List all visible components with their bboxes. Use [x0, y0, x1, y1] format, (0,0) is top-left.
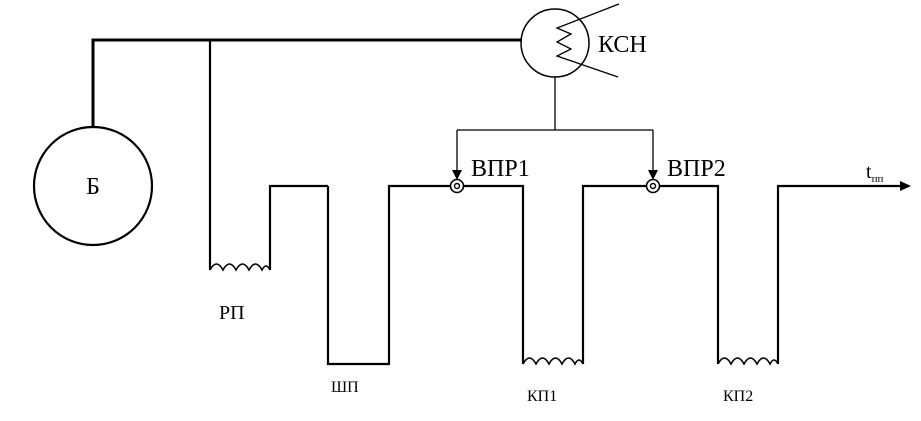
kp2-inlet: [660, 184, 720, 364]
rp-coil: [209, 263, 271, 272]
desuperheater-1: ВПР1: [449, 156, 530, 194]
rp-label: РП: [219, 302, 245, 324]
vpr2-outer: [645, 178, 661, 194]
ksn-condenser: КСН: [520, 3, 647, 78]
screen-superheater: ШП: [326, 184, 452, 396]
outlet-arrow: [900, 181, 911, 191]
shp-label: ШП: [331, 379, 359, 396]
vpr1-outer: [449, 178, 465, 194]
ksn-label: КСН: [598, 32, 647, 58]
radiant-superheater: РП: [208, 40, 328, 324]
drum-outlet-pipe: [91, 38, 522, 127]
rp-riser: [268, 184, 328, 270]
vpr1-inner: [453, 182, 461, 190]
drum: Б: [32, 125, 154, 247]
vpr2-label: ВПР2: [667, 156, 726, 182]
vpr2-inner: [649, 182, 657, 190]
kp2-coil: [717, 357, 779, 366]
drum-label: Б: [86, 174, 100, 200]
outlet-temp-symbol: t: [866, 161, 872, 183]
kp1-label: КП1: [527, 388, 557, 405]
outlet-temp-subscript: пп: [872, 173, 884, 185]
vpr1-label: ВПР1: [471, 156, 530, 182]
kp1-inlet: [464, 184, 525, 364]
convective-superheater-1: КП1: [464, 184, 646, 405]
kp2-outlet: [776, 184, 905, 364]
desuperheater-2: ВПР2: [645, 156, 726, 194]
convective-superheater-2: КП2: [660, 184, 905, 405]
kp1-outlet: [581, 184, 646, 364]
kp1-coil: [522, 357, 584, 366]
shp-loop: [326, 184, 452, 366]
kp2-label: КП2: [723, 388, 753, 405]
outlet: tпп: [866, 161, 911, 191]
injection-line: [452, 77, 658, 180]
vpr1-arrow: [452, 170, 462, 180]
outlet-temp-label: tпп: [866, 161, 883, 185]
ksn-coil: [555, 3, 620, 78]
vpr2-arrow: [648, 170, 658, 180]
